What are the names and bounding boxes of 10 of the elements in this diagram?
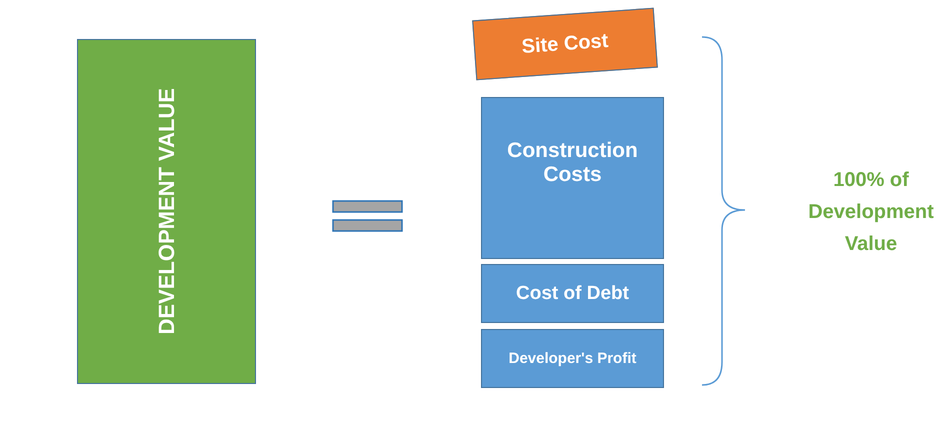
cost-block bbox=[481, 264, 664, 323]
bar-label: DEVELOPMENT VALUE bbox=[154, 88, 180, 335]
brace-caption: 100% of Development Value bbox=[807, 168, 935, 257]
block-label: Site Cost bbox=[520, 28, 610, 60]
block-label: Construction Costs bbox=[506, 139, 639, 187]
block-label: Developer's Profit bbox=[508, 350, 638, 367]
value-bar bbox=[77, 39, 256, 384]
cost-block bbox=[481, 97, 664, 259]
block-label: Cost of Debt bbox=[515, 282, 630, 304]
cost-block bbox=[481, 329, 664, 388]
